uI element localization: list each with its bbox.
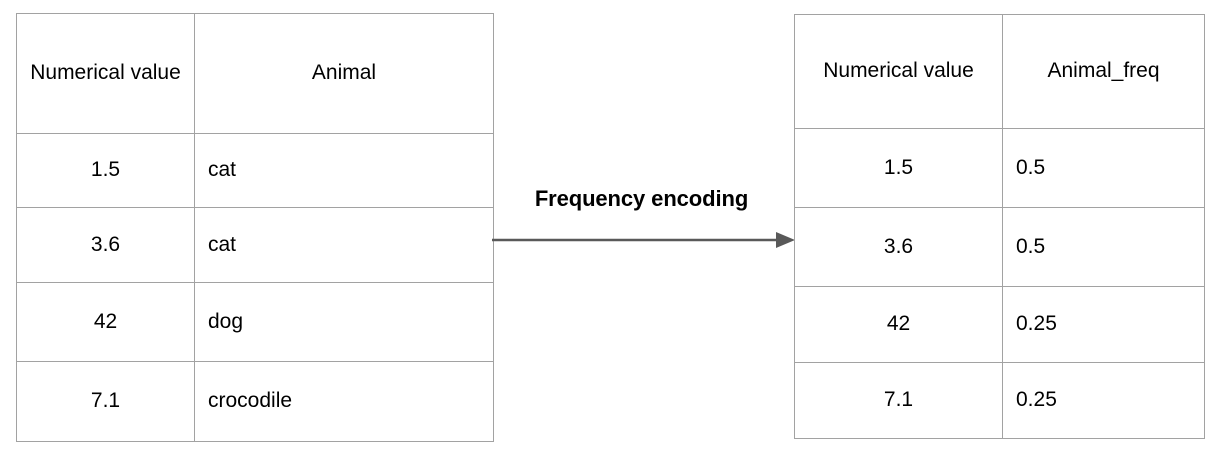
source-table: Numerical value Animal 1.5 cat 3.6 cat 4…	[16, 13, 494, 442]
table-row: 3.6 0.5	[794, 207, 1205, 287]
source-cell-value: 42	[16, 281, 195, 363]
table-row: 1.5 0.5	[794, 128, 1205, 208]
result-table: Numerical value Animal_freq 1.5 0.5 3.6 …	[794, 14, 1205, 439]
result-header-animal-freq: Animal_freq	[1002, 14, 1205, 129]
source-cell-value: 3.6	[16, 207, 195, 283]
result-cell-value: 3.6	[794, 207, 1003, 287]
source-header-numerical-value: Numerical value	[16, 13, 195, 134]
table-header-row: Numerical value Animal_freq	[794, 14, 1205, 129]
arrow-label: Frequency encoding	[534, 186, 749, 211]
result-cell-freq: 0.25	[1002, 362, 1205, 439]
table-row: 7.1 crocodile	[16, 361, 494, 442]
result-cell-freq: 0.5	[1002, 128, 1205, 208]
source-cell-animal: crocodile	[194, 361, 494, 442]
source-cell-animal: dog	[194, 281, 494, 363]
result-cell-value: 42	[794, 286, 1003, 363]
table-row: 42 0.25	[794, 286, 1205, 363]
result-cell-freq: 0.5	[1002, 207, 1205, 287]
result-cell-value: 7.1	[794, 362, 1003, 439]
source-cell-value: 1.5	[16, 132, 195, 209]
table-row: 42 dog	[16, 281, 494, 363]
source-cell-animal: cat	[194, 207, 494, 283]
table-row: 1.5 cat	[16, 132, 494, 209]
source-header-animal: Animal	[194, 13, 494, 134]
result-cell-freq: 0.25	[1002, 286, 1205, 363]
source-cell-value: 7.1	[16, 361, 195, 442]
table-row: 7.1 0.25	[794, 362, 1205, 439]
transformation-arrow-group: Frequency encoding	[490, 186, 800, 266]
table-header-row: Numerical value Animal	[16, 13, 494, 134]
source-cell-animal: cat	[194, 132, 494, 209]
result-cell-value: 1.5	[794, 128, 1003, 208]
table-row: 3.6 cat	[16, 207, 494, 283]
result-header-numerical-value: Numerical value	[794, 14, 1003, 129]
arrow-right-icon	[492, 232, 795, 248]
